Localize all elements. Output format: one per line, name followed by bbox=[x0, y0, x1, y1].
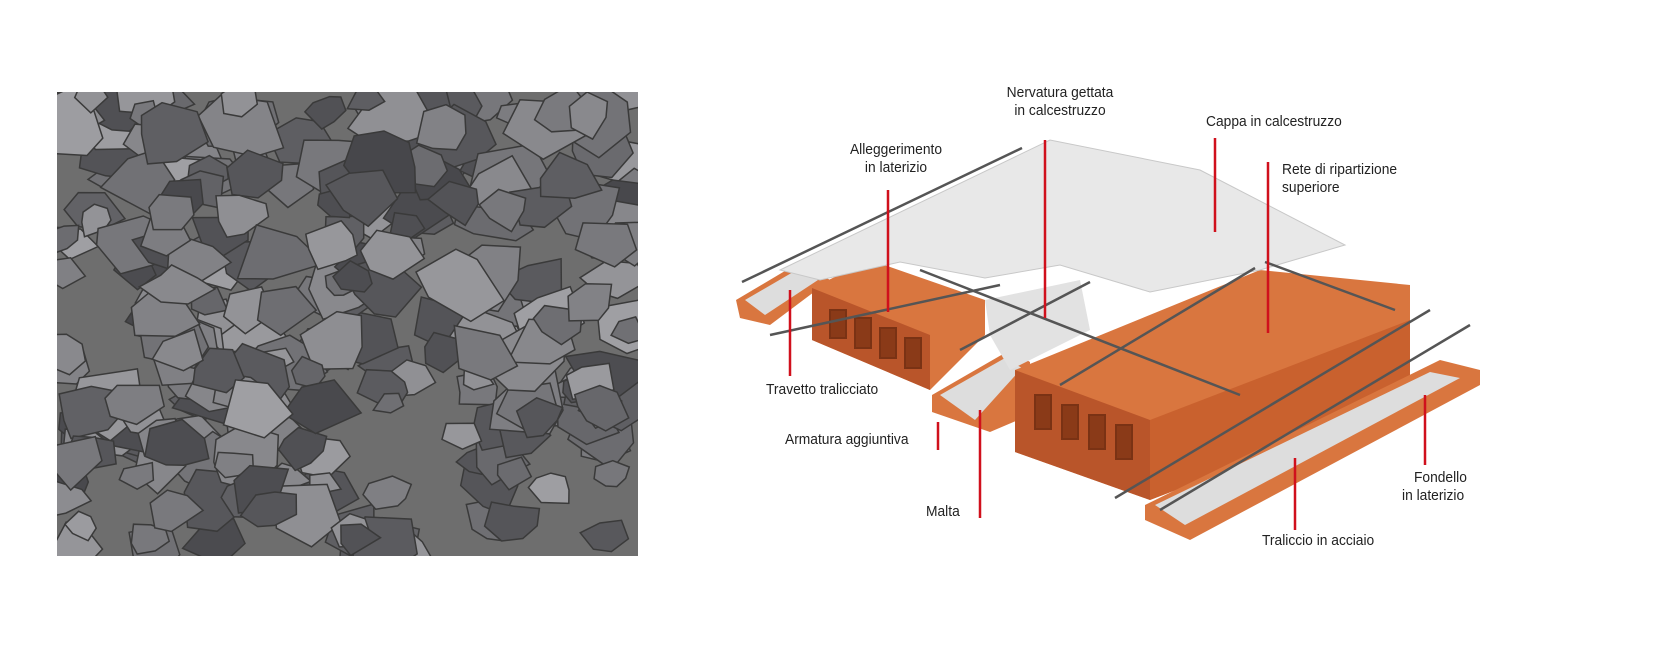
rock bbox=[415, 248, 506, 323]
rock bbox=[340, 523, 382, 556]
rock bbox=[483, 501, 541, 542]
rock bbox=[496, 456, 533, 491]
label-travetto: Travetto tralicciato bbox=[766, 381, 879, 398]
label-line: Alleggerimento bbox=[849, 141, 943, 158]
rock bbox=[415, 103, 467, 151]
rock bbox=[215, 194, 270, 239]
label-line: in laterizio bbox=[864, 159, 928, 176]
rock bbox=[574, 222, 638, 268]
rock bbox=[137, 263, 217, 305]
rock bbox=[573, 384, 630, 432]
label-malta: Malta bbox=[926, 503, 960, 520]
label-fondello: Fondello in laterizio bbox=[1402, 469, 1467, 505]
rock bbox=[181, 517, 246, 556]
rock bbox=[57, 224, 80, 253]
rock bbox=[118, 461, 155, 491]
rock bbox=[568, 92, 609, 141]
rock bbox=[256, 285, 318, 337]
rock bbox=[579, 519, 630, 553]
label-traliccio: Traliccio in acciaio bbox=[1262, 532, 1375, 549]
rock bbox=[57, 435, 103, 492]
rock bbox=[282, 379, 363, 435]
rock bbox=[140, 101, 210, 165]
label-rete: Rete di ripartizione superiore bbox=[1282, 161, 1397, 197]
rock bbox=[226, 149, 284, 199]
gravel-photo bbox=[57, 92, 638, 556]
rock bbox=[539, 151, 603, 199]
rock bbox=[222, 379, 294, 439]
rock bbox=[144, 418, 210, 466]
rock bbox=[441, 422, 483, 451]
label-line: Rete di ripartizione bbox=[1282, 161, 1398, 178]
rock bbox=[304, 219, 359, 271]
rock bbox=[192, 347, 246, 394]
rock bbox=[359, 229, 426, 280]
rock bbox=[478, 188, 527, 233]
rock bbox=[299, 310, 363, 370]
rock bbox=[372, 392, 405, 414]
label-line: in calcestruzzo bbox=[1014, 102, 1106, 119]
rock bbox=[220, 92, 259, 118]
rock bbox=[324, 169, 399, 228]
label-cappa: Cappa in calcestruzzo bbox=[1206, 113, 1342, 130]
concrete-topping bbox=[778, 139, 1347, 293]
rock bbox=[346, 92, 386, 111]
rock bbox=[593, 459, 631, 488]
rock bbox=[239, 491, 298, 528]
rock bbox=[303, 95, 347, 130]
rock bbox=[57, 256, 87, 290]
label-armatura: Armatura aggiuntiva bbox=[785, 431, 909, 448]
rock bbox=[57, 333, 87, 376]
rock bbox=[610, 316, 638, 345]
rock bbox=[104, 384, 166, 426]
rock bbox=[148, 193, 195, 231]
rock bbox=[567, 282, 613, 322]
rock bbox=[515, 396, 564, 439]
label-line: Fondello bbox=[1413, 469, 1467, 486]
rock bbox=[453, 324, 519, 381]
label-line: in laterizio bbox=[1402, 487, 1465, 504]
rock bbox=[426, 180, 480, 227]
rock bbox=[73, 92, 109, 114]
rock bbox=[151, 328, 204, 372]
label-line: Nervatura gettata bbox=[1006, 84, 1114, 101]
rock bbox=[236, 223, 327, 280]
label-alleggerimento: Alleggerimento in laterizio bbox=[832, 141, 961, 177]
rock bbox=[149, 489, 205, 533]
rock bbox=[527, 472, 570, 505]
rock bbox=[332, 259, 373, 293]
label-line: superiore bbox=[1282, 179, 1340, 196]
label-nervatura: Nervatura gettata in calcestruzzo bbox=[996, 84, 1125, 120]
rock bbox=[63, 510, 98, 542]
rock bbox=[362, 475, 413, 511]
rock bbox=[277, 426, 328, 472]
rock bbox=[57, 480, 93, 516]
leader-lines bbox=[788, 138, 1427, 530]
concrete-rib bbox=[985, 280, 1090, 370]
